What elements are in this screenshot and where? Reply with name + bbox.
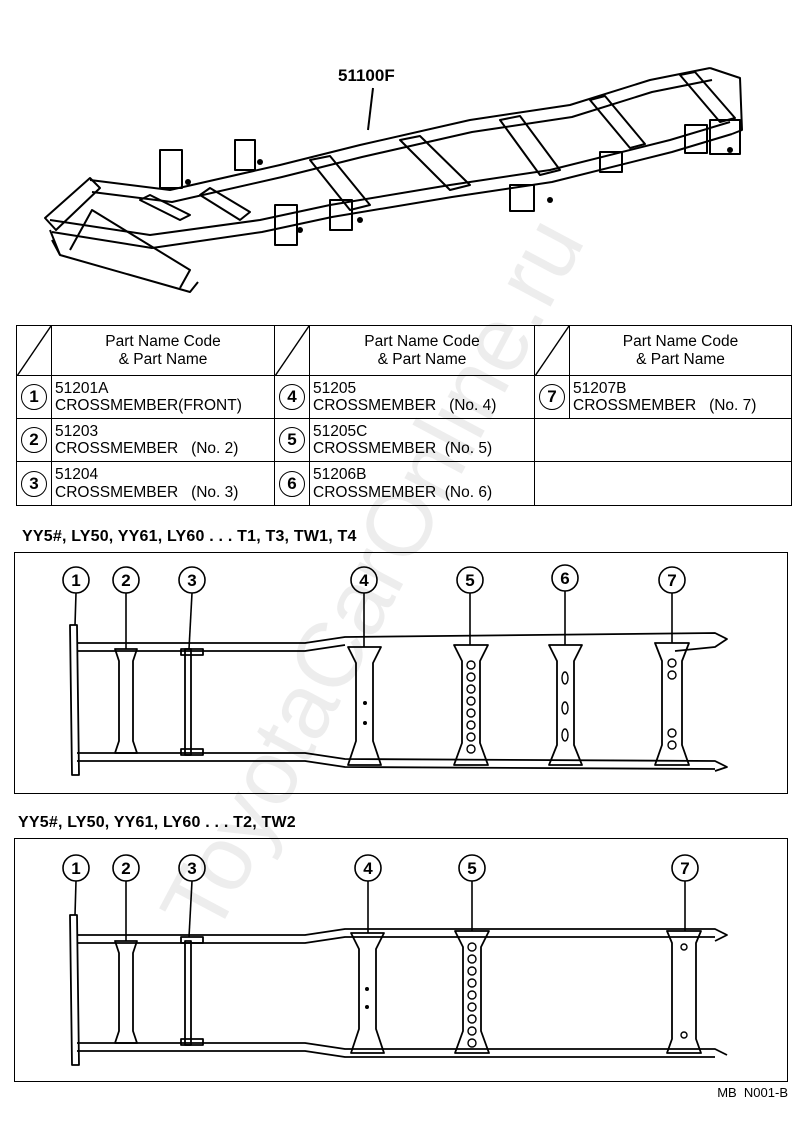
part-code: 51205C (313, 422, 368, 440)
callout-number: 2 (121, 571, 130, 590)
callout-number: 4 (363, 859, 373, 878)
header-diagonal-cell (16, 325, 52, 376)
part-index: 7 (534, 375, 570, 419)
header-diagonal-cell (534, 325, 570, 376)
callout-number: 3 (187, 571, 196, 590)
callout-number: 1 (71, 571, 80, 590)
part-index: 4 (274, 375, 310, 419)
callout-number: 4 (359, 571, 369, 590)
plan-view-drawing: 1 2 3 4 5 7 (62, 854, 728, 1066)
callout-number: 7 (667, 571, 676, 590)
part-name: CROSSMEMBER (No. 2) (55, 440, 239, 457)
callout-number: 3 (187, 859, 196, 878)
part-name: CROSSMEMBER (No. 6) (313, 483, 493, 501)
part-code: 51204 (55, 466, 99, 484)
part-name: CROSSMEMBER(FRONT) (55, 397, 242, 414)
callout-number: 5 (467, 859, 476, 878)
part-index-circle: 7 (539, 384, 565, 410)
frame-plan-view-2: 1 2 3 4 5 7 (14, 838, 788, 1082)
column-header: Part Name Code & Part Name (309, 325, 535, 376)
part-index: 3 (16, 461, 52, 506)
callout-number: 6 (560, 569, 569, 588)
part-index: 5 (274, 418, 310, 462)
callout-number: 2 (121, 859, 130, 878)
section-title: YY5#, LY50, YY61, LY60 . . . T2, TW2 (18, 814, 296, 831)
part-index-circle: 3 (21, 470, 47, 497)
part-index-circle: 6 (279, 470, 305, 497)
part-index-circle: 2 (21, 427, 47, 453)
callout-number: 1 (71, 859, 80, 878)
callout-number: 7 (680, 859, 689, 878)
part-code: 51207B (573, 379, 627, 397)
part-index: 1 (16, 375, 52, 419)
part-code: 51205 (313, 379, 357, 397)
part-index: 6 (274, 461, 310, 506)
frame-part-number: 51100F (338, 66, 395, 85)
column-header-text: Part Name Code & Part Name (364, 333, 480, 368)
frame-isometric-drawing (44, 67, 743, 293)
frame-plan-view-1: 1 2 3 4 5 6 7 (14, 552, 788, 794)
part-name: CROSSMEMBER (No. 5) (313, 440, 493, 457)
part-name: CROSSMEMBER (No. 7) (573, 397, 757, 414)
callout-number: 5 (465, 571, 474, 590)
part-index-circle: 5 (279, 427, 305, 453)
column-header-text: Part Name Code & Part Name (105, 333, 221, 368)
header-diagonal-cell (274, 325, 310, 376)
empty-cell (534, 461, 792, 506)
part-name: CROSSMEMBER (No. 3) (55, 483, 239, 501)
column-header-text: Part Name Code & Part Name (622, 333, 739, 368)
part-name: CROSSMEMBER (No. 4) (313, 397, 497, 414)
section-title: YY5#, LY50, YY61, LY60 . . . T1, T3, TW1… (22, 528, 357, 545)
part-index-circle: 4 (279, 384, 305, 410)
parts-table: Part Name Code & Part Name Part Name Cod… (16, 325, 792, 506)
column-header: Part Name Code & Part Name (569, 325, 792, 376)
empty-cell (534, 418, 792, 462)
diagram-code: MB N001-B (717, 1085, 788, 1100)
callout-group (62, 564, 686, 594)
part-index: 2 (16, 418, 52, 462)
plan-view-drawing: 1 2 3 4 5 6 7 (62, 564, 728, 776)
part-index-circle: 1 (21, 384, 47, 410)
column-header: Part Name Code & Part Name (51, 325, 275, 376)
part-code: 51201A (55, 379, 109, 397)
part-code: 51206B (313, 466, 367, 484)
part-code: 51203 (55, 422, 99, 440)
